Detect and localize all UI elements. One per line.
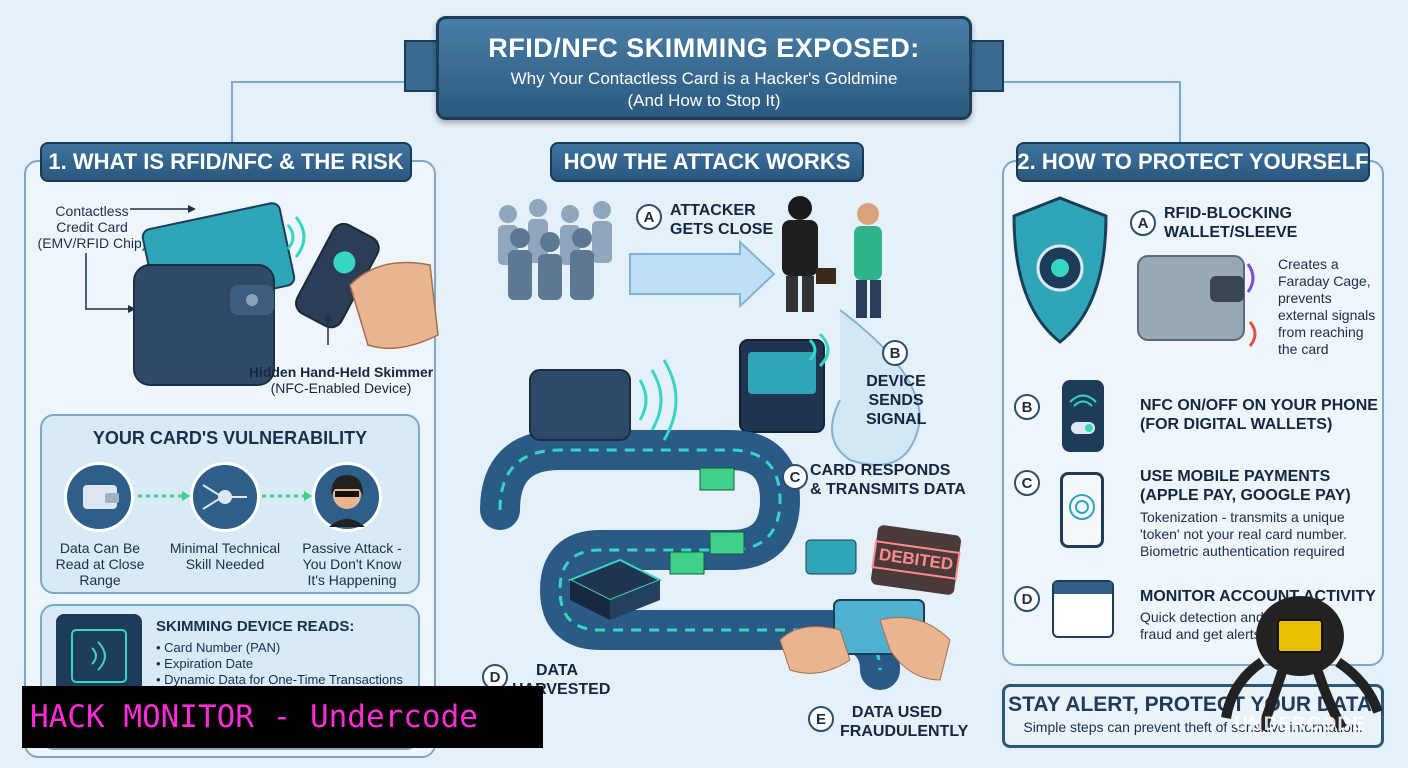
skimmer-device-icon xyxy=(56,614,142,698)
hacker-icon xyxy=(312,462,382,532)
footer-box: STAY ALERT, PROTECT YOUR DATA. Simple st… xyxy=(1002,684,1384,748)
debited-screen: DEBITED xyxy=(870,524,962,596)
calendar-icon xyxy=(1052,580,1114,638)
protect-c-desc: Tokenization - transmits a unique'token'… xyxy=(1140,509,1347,559)
section2-title: 2. HOW TO PROTECT YOURSELF xyxy=(1016,142,1370,182)
attack-step-c-badge: C xyxy=(782,464,808,490)
circuit-icon xyxy=(190,462,260,532)
reads-list: • Card Number (PAN) • Expiration Date • … xyxy=(156,640,403,687)
vuln-item-2: Minimal Technical Skill Needed xyxy=(169,540,281,572)
page-subtitle-1: Why Your Contactless Card is a Hacker's … xyxy=(510,69,898,88)
protect-c-title: USE MOBILE PAYMENTS(APPLE PAY, GOOGLE PA… xyxy=(1140,468,1351,504)
vuln-item-3: Passive Attack - You Don't Know It's Hap… xyxy=(302,540,402,588)
section1-title: 1. WHAT IS RFID/NFC & THE RISK xyxy=(40,142,412,182)
protect-d-badge: D xyxy=(1014,586,1040,612)
wallet-icon xyxy=(64,462,134,532)
title-banner: RFID/NFC SKIMMING EXPOSED: Why Your Cont… xyxy=(436,16,972,120)
attack-step-c: CARD RESPONDS& TRANSMITS DATA xyxy=(810,462,966,498)
undercode-logo: UNDERCODE xyxy=(1212,566,1388,746)
vuln-item-1: Data Can Be Read at Close Range xyxy=(55,540,145,588)
protect-c-badge: C xyxy=(1014,470,1040,496)
protect-b-badge: B xyxy=(1014,394,1040,420)
footer-text: Simple steps can prevent theft of sensit… xyxy=(1023,719,1363,735)
debited-stamp: DEBITED xyxy=(871,540,961,580)
protect-b-title: NFC ON/OFF ON YOUR PHONE(FOR DIGITAL WAL… xyxy=(1140,397,1378,433)
card-label: Contactless Credit Card (EMV/RFID Chip) xyxy=(37,203,147,251)
reads-title: SKIMMING DEVICE READS: xyxy=(156,618,355,635)
vulnerability-title: YOUR CARD'S VULNERABILITY xyxy=(92,428,368,448)
skimmer-label: Hidden Hand-Held Skimmer (NFC-Enabled De… xyxy=(248,364,434,396)
hack-monitor-watermark: HACK MONITOR - Undercode xyxy=(22,686,543,748)
nfc-phone-icon xyxy=(1062,380,1104,452)
attack-step-e-badge: E xyxy=(808,706,834,732)
vulnerability-arrows xyxy=(138,491,312,501)
attack-step-a-badge: A xyxy=(636,204,662,230)
attack-step-b-badge: B xyxy=(882,340,908,366)
page-subtitle-2: (And How to Stop It) xyxy=(627,91,781,110)
protection-a-illustration xyxy=(1012,196,1257,347)
wallet-skimmer-illustration xyxy=(85,202,439,386)
page-title: RFID/NFC SKIMMING EXPOSED: xyxy=(488,33,920,63)
attack-illustration xyxy=(480,196,951,690)
protect-a-badge: A xyxy=(1130,210,1156,236)
attack-step-d-badge: D xyxy=(482,664,508,690)
attack-title: HOW THE ATTACK WORKS xyxy=(550,142,864,182)
undercode-logo-text: UNDERCODE xyxy=(1234,714,1366,735)
footer-title: STAY ALERT, PROTECT YOUR DATA. xyxy=(1008,693,1378,716)
mobile-pay-icon xyxy=(1060,472,1104,548)
